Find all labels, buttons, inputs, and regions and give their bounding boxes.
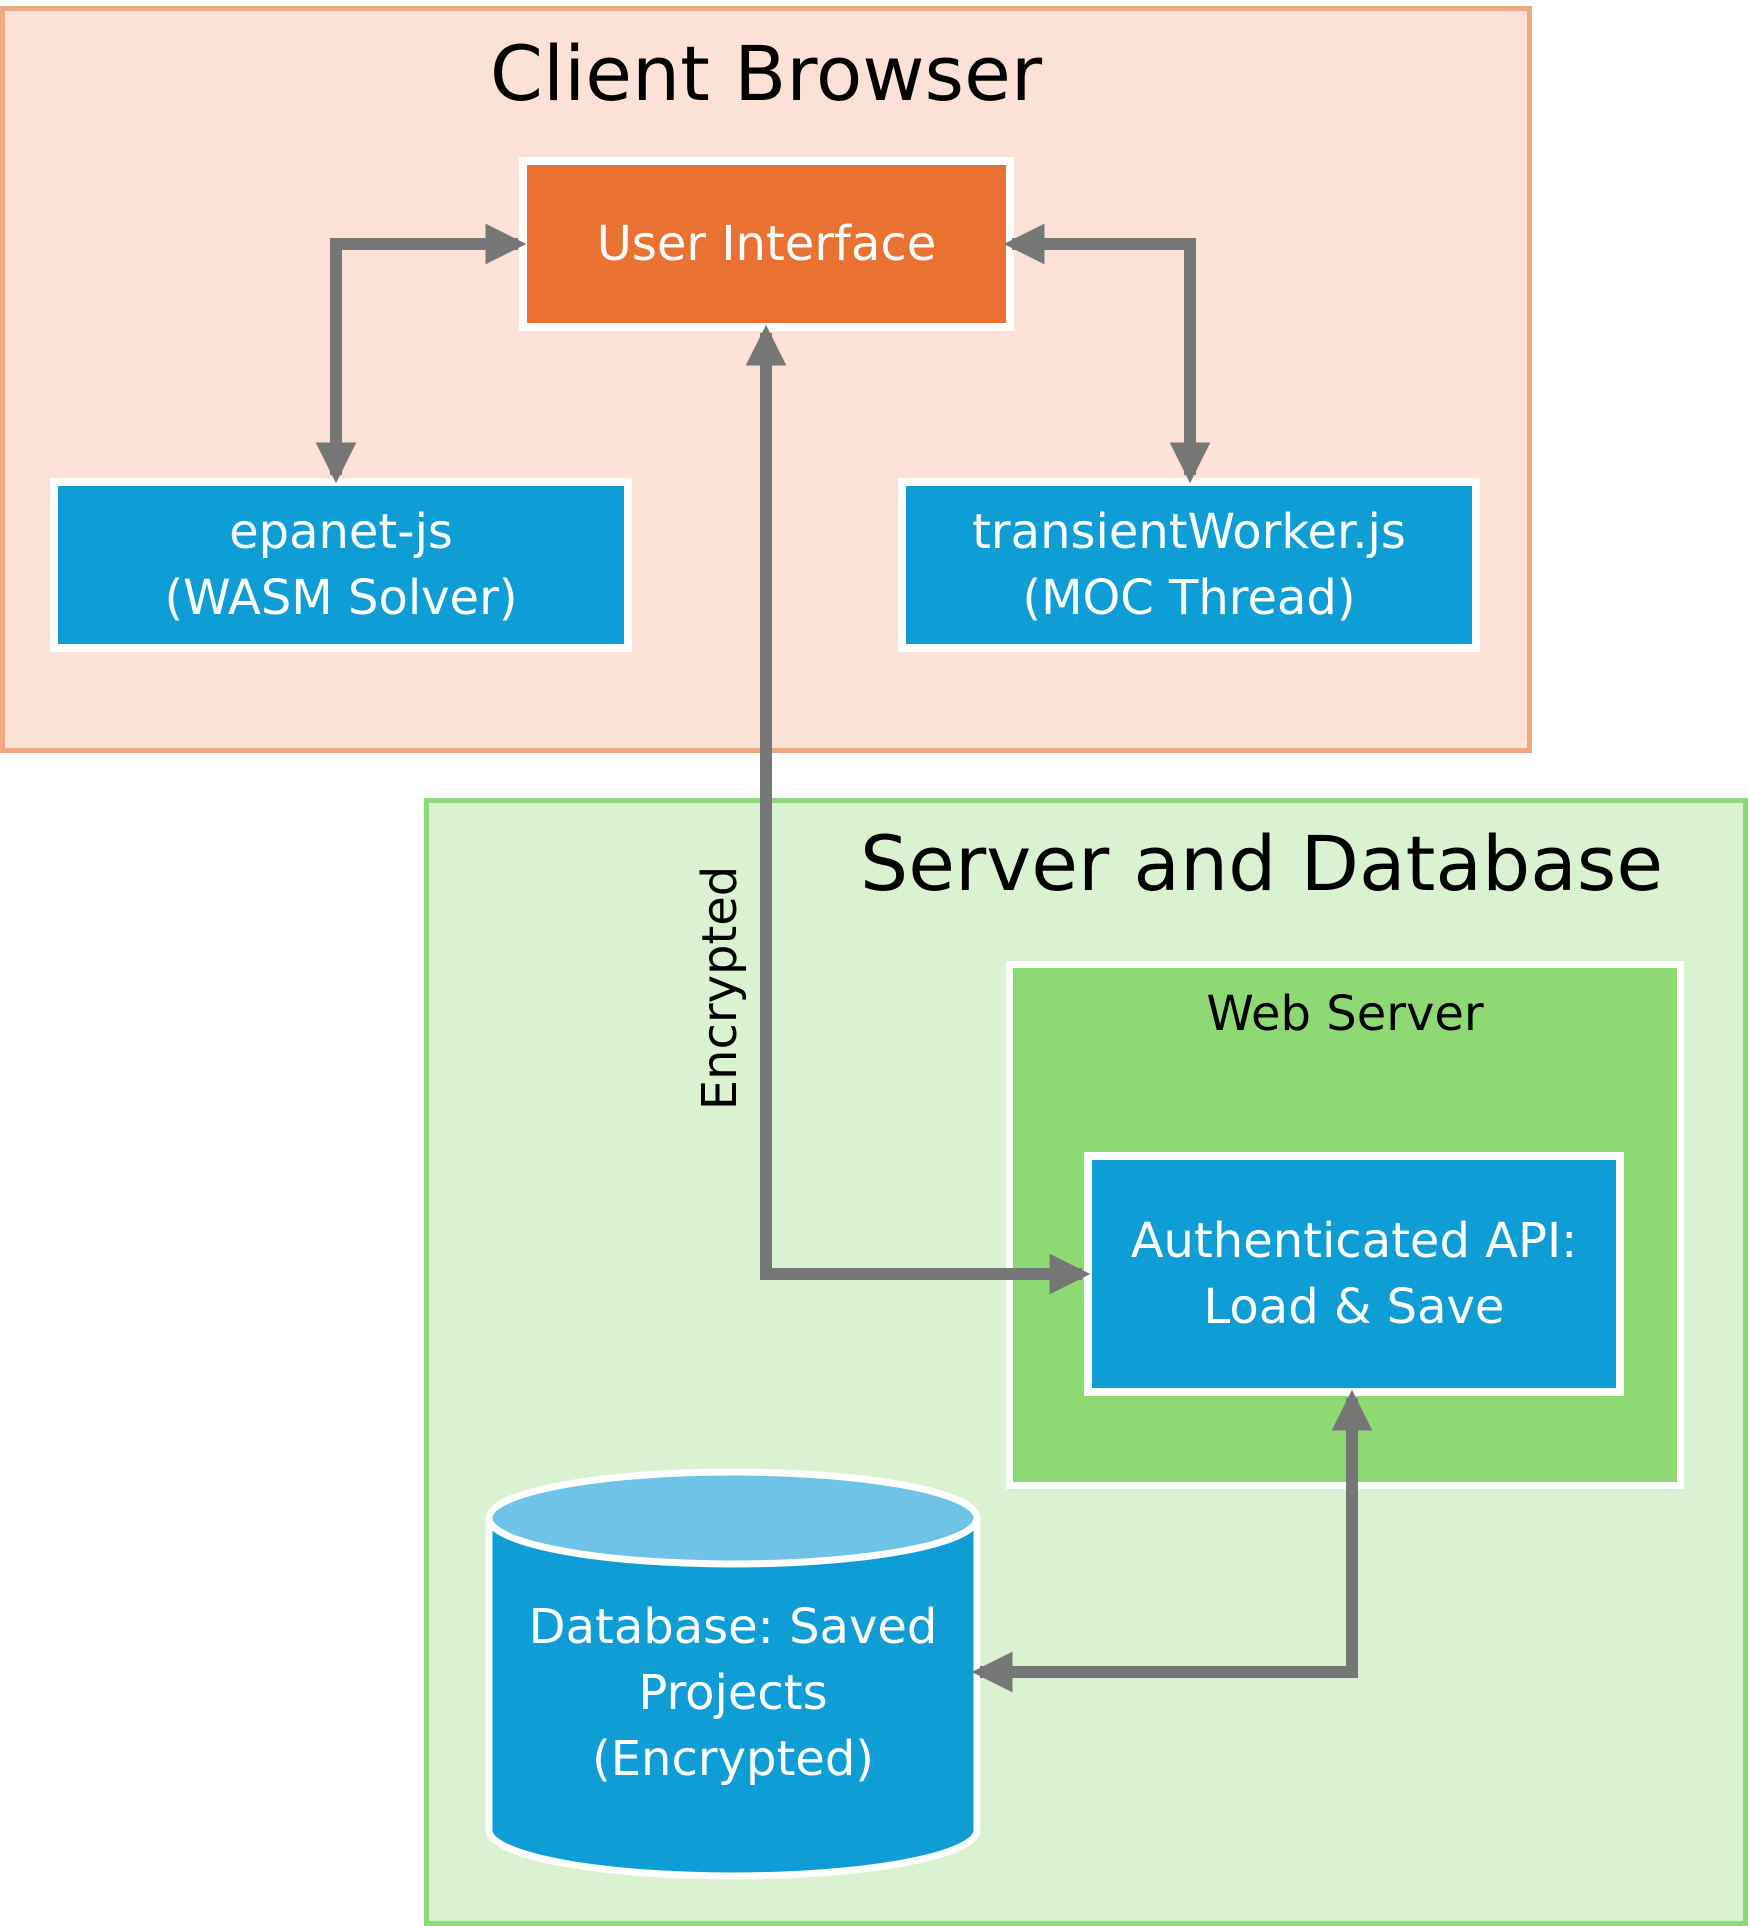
ui-transient-arrow <box>1003 223 1211 484</box>
api-label-line1: Authenticated API: <box>1130 1213 1578 1269</box>
api-label-line2: Load & Save <box>1203 1279 1505 1335</box>
epanet-label-line1: epanet-js <box>229 504 453 560</box>
database-label-line1: Database: Saved <box>528 1599 938 1655</box>
encrypted-edge-label-text: Encrypted <box>692 865 748 1111</box>
database-label-line3: (Encrypted) <box>591 1731 875 1787</box>
database-cylinder <box>485 1468 981 1880</box>
database-label: Database: Saved Projects (Encrypted) <box>489 1594 977 1792</box>
web-server-title: Web Server <box>1206 986 1484 1042</box>
user-interface-label: User Interface <box>596 216 937 272</box>
api-database-arrow <box>971 1389 1373 1693</box>
ui-epanet-arrow <box>315 223 527 484</box>
ui-api-arrow <box>745 324 1091 1295</box>
client-browser-title: Client Browser <box>489 29 1043 118</box>
database-cylinder-top <box>485 1468 981 1568</box>
database-cylinder-body <box>485 1514 981 1880</box>
database-label-line2: Projects <box>638 1665 828 1721</box>
epanet-label-line2: (WASM Solver) <box>164 570 518 626</box>
